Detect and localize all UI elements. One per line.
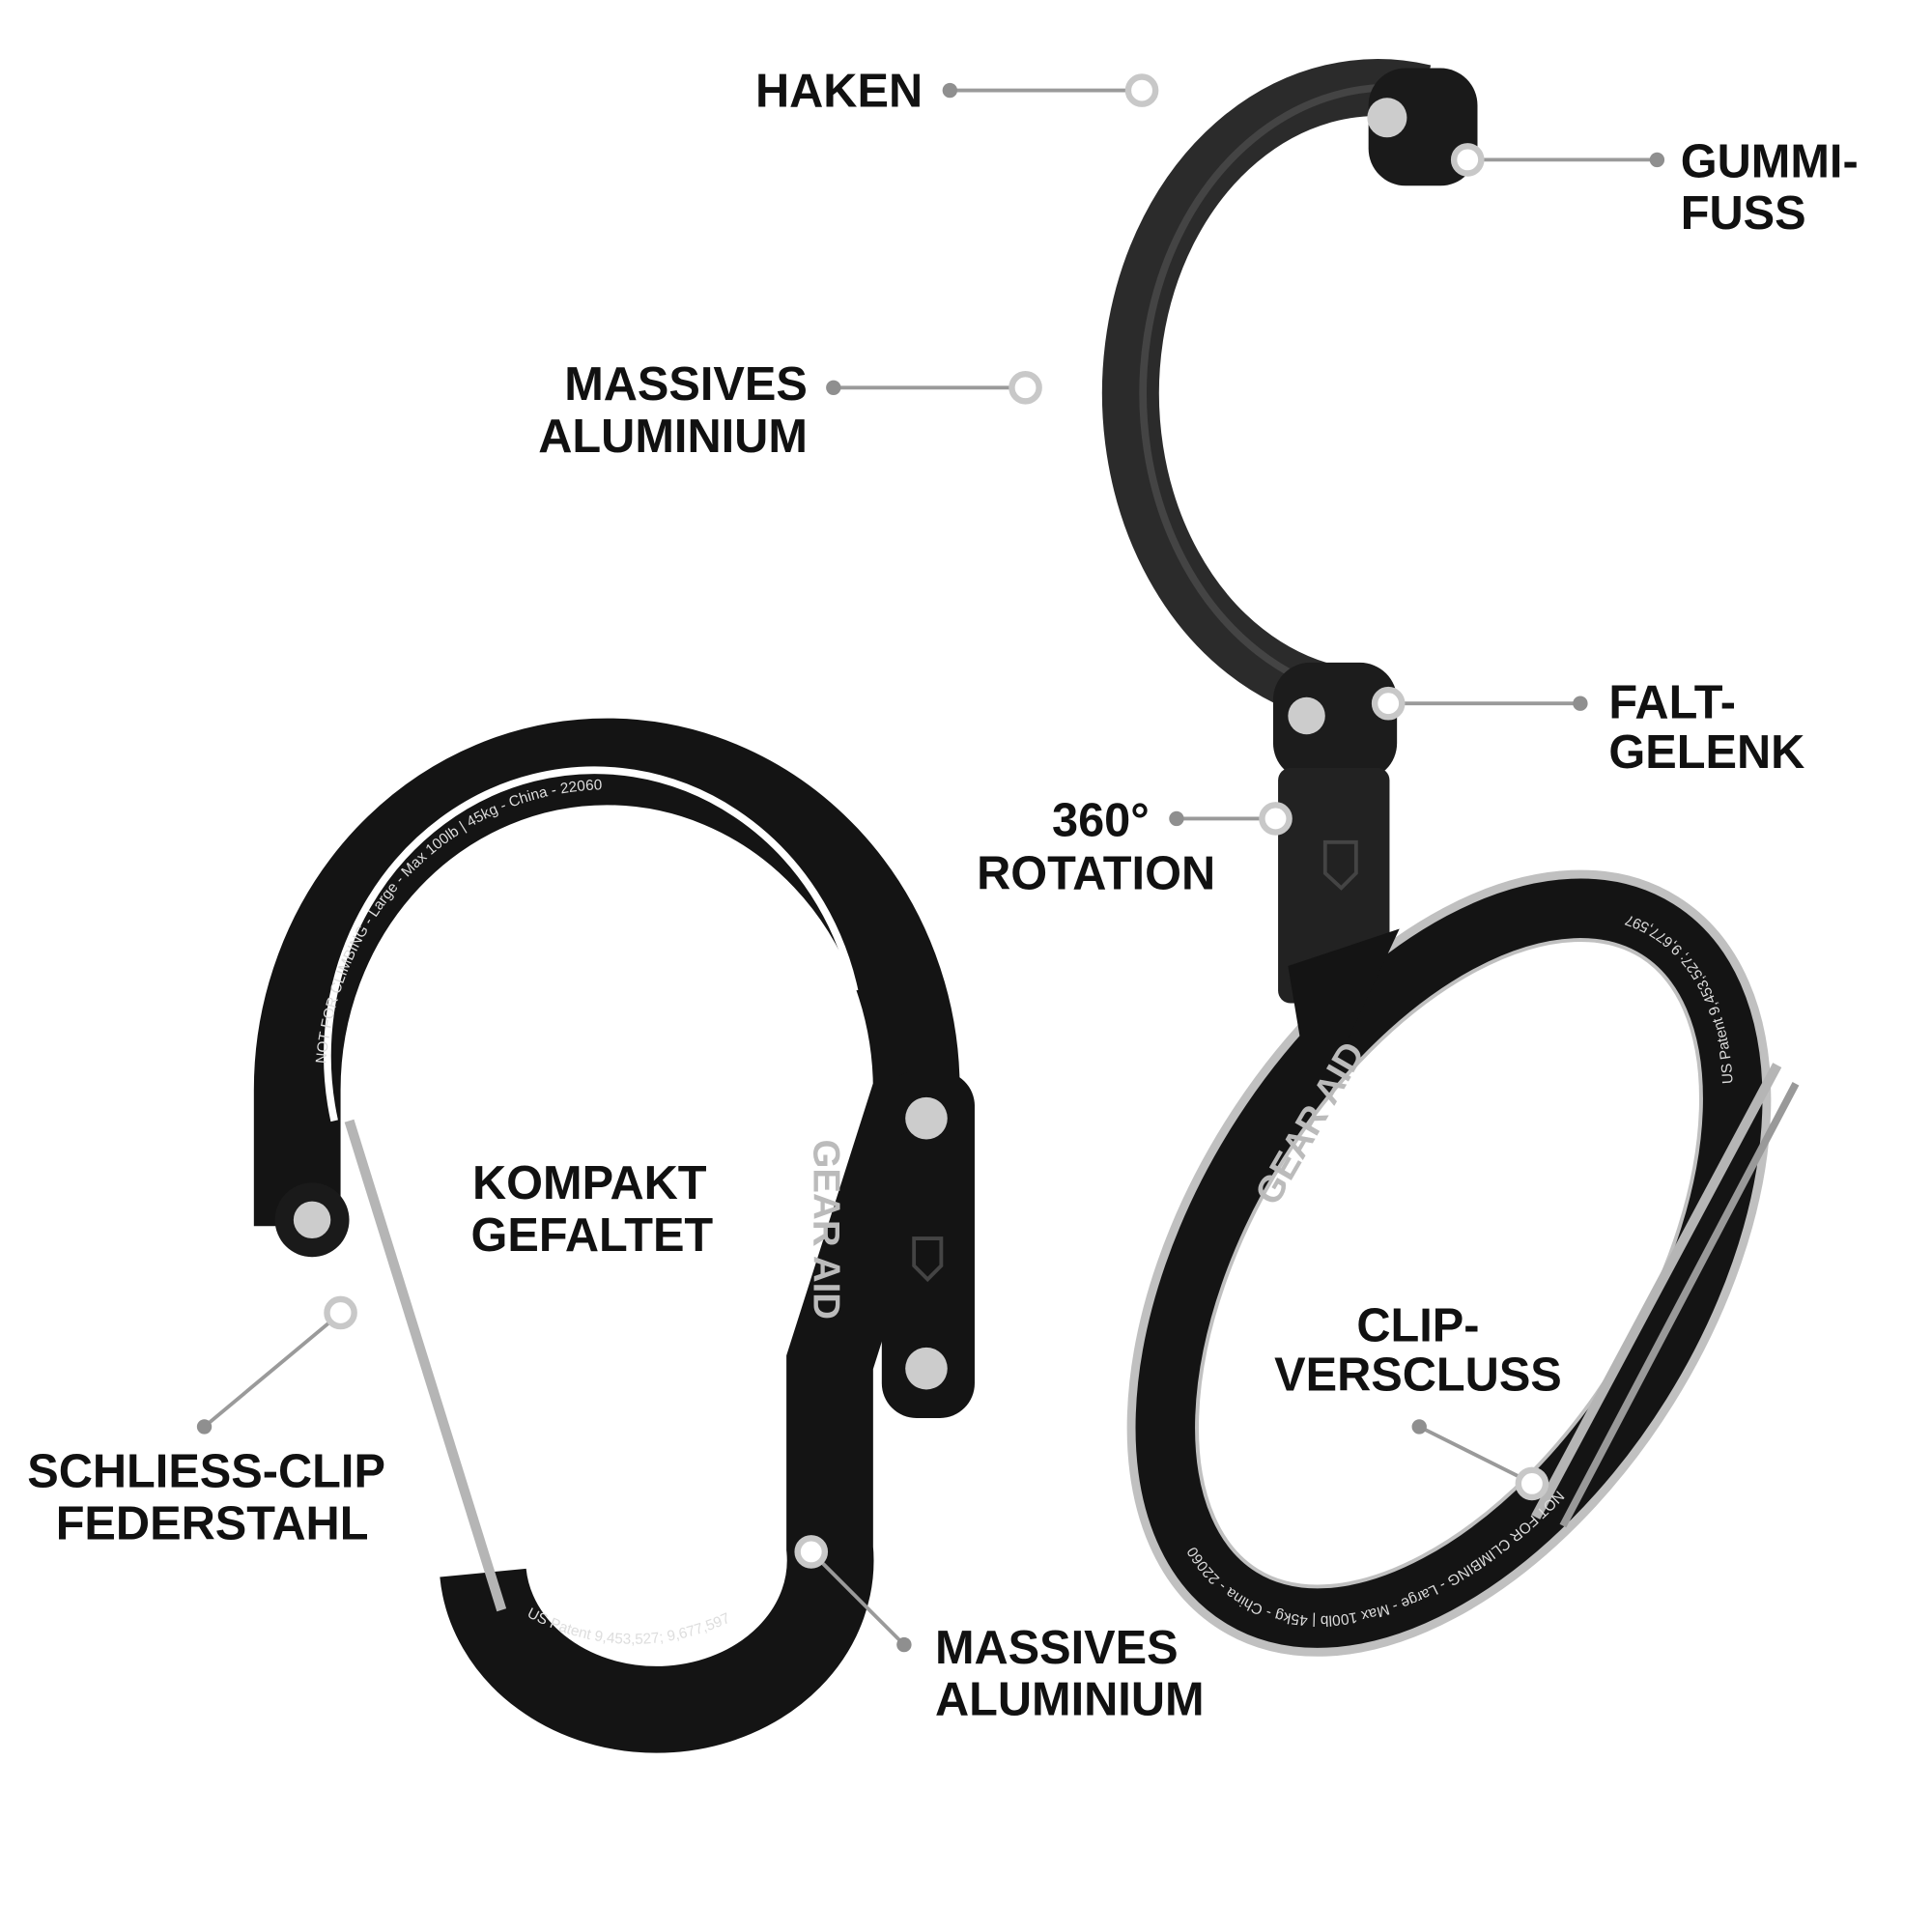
label-massives-top-2: ALUMINIUM [538,411,808,463]
carabiner-right: GEAR AID NOT FOR CLIMBING - Large - Max … [1126,869,1800,1657]
label-falt-2: GELENK [1608,726,1804,779]
label-falt-1: FALT- [1608,677,1736,729]
leader-gummi [1450,143,1665,177]
hook [1101,59,1478,722]
leader-haken [942,73,1159,107]
label-schliess-1: SCHLIESS-CLIP [27,1446,385,1498]
leader-clip [1411,1419,1549,1501]
logo-icon [1322,839,1358,891]
gate-wire [1531,1063,1782,1520]
leader-massives-bottom [794,1535,912,1653]
hinge-plate [881,1070,975,1418]
label-haken: HAKEN [755,65,923,117]
label-kompakt-1: KOMPAKT [472,1157,707,1209]
label-clip-2: VERSCLUSS [1274,1350,1562,1402]
rubber-foot [1368,68,1478,186]
label-rotation-2: ROTATION [977,848,1215,900]
label-gummi-2: FUSS [1681,187,1806,240]
leader-falt [1371,686,1588,721]
logo-icon [912,1236,944,1283]
label-rotation-1: 360° [1052,794,1150,846]
gate-wire [344,1119,507,1612]
brand-text: GEAR AID [805,1139,846,1320]
leader-rotation [1169,802,1293,836]
leader-massives-top [826,370,1042,405]
label-massives-top-1: MASSIVES [564,358,808,411]
label-kompakt-2: GEFALTET [470,1209,713,1262]
rivet [1367,98,1407,138]
label-massives-bottom-2: ALUMINIUM [935,1674,1205,1726]
label-massives-bottom-1: MASSIVES [935,1622,1179,1674]
label-gummi-1: GUMMI- [1681,135,1859,187]
label-schliess-2: FEDERSTAHL [56,1498,369,1550]
leader-schliess [196,1295,357,1435]
label-clip-1: CLIP- [1356,1299,1479,1351]
